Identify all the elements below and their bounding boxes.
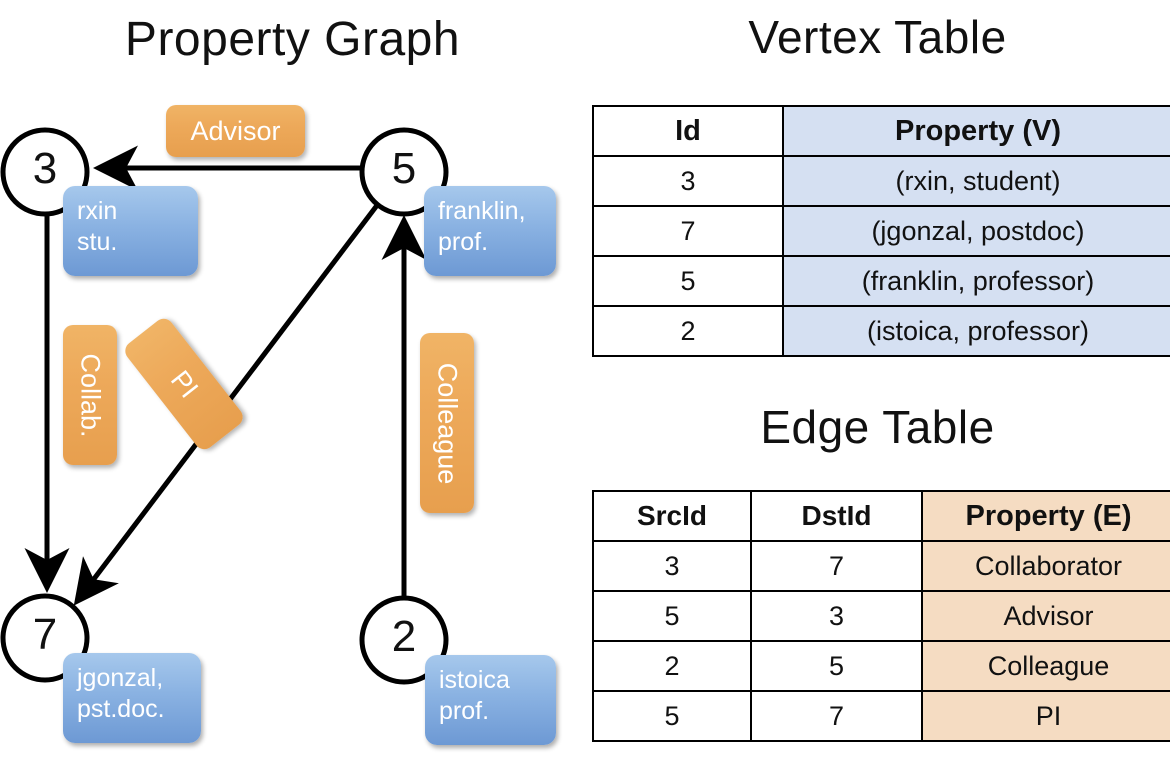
page-title-property-graph: Property Graph (124, 13, 461, 66)
edge-cell-src: 3 (592, 540, 752, 592)
edge-cell-prop: Colleague (921, 640, 1170, 692)
edge-col-header-srcid: SrcId (592, 490, 752, 542)
vertex-box-line1: istoica (439, 666, 510, 694)
edge-col-header-dstid: DstId (750, 490, 923, 542)
edge-cell-prop: PI (921, 690, 1170, 742)
table-header-row: SrcId DstId Property (E) (592, 490, 1170, 542)
edge-label-text: Collab. (75, 352, 106, 438)
vertex-box-line1: jgonzal, (77, 664, 164, 692)
table-row[interactable]: 2 (istoica, professor) (592, 305, 1170, 357)
vertex-cell-id: 7 (592, 205, 784, 257)
table-row[interactable]: 5 3 Advisor (592, 590, 1170, 642)
edge-cell-dst: 7 (750, 540, 923, 592)
vertex-cell-id: 2 (592, 305, 784, 357)
edge-cell-dst: 7 (750, 690, 923, 742)
vertex-box-line2: prof. (439, 696, 490, 725)
table-row[interactable]: 3 7 Collaborator (592, 540, 1170, 592)
vertex-box-line1: franklin, (438, 197, 526, 225)
vertex-cell-prop: (jgonzal, postdoc) (782, 205, 1170, 257)
vertex-property-box-istoica[interactable]: istoica prof. (425, 655, 556, 745)
edge-cell-prop: Advisor (921, 590, 1170, 642)
vertex-col-header-prop: Property (V) (782, 105, 1170, 157)
table-row[interactable]: 2 5 Colleague (592, 640, 1170, 692)
vertex-box-line1: rxin (77, 197, 118, 225)
edge-label-advisor[interactable]: Advisor (166, 105, 305, 157)
vertex-col-header-id: Id (592, 105, 784, 157)
edge-cell-dst: 3 (750, 590, 923, 642)
vertex-cell-prop: (franklin, professor) (782, 255, 1170, 307)
vertex-box-line2: prof. (438, 227, 489, 256)
table-header-row: Id Property (V) (592, 105, 1170, 157)
property-graph-diagram: 3 5 7 2 rxin stu. franklin, prof. jgonza… (0, 105, 556, 745)
vertex-cell-prop: (istoica, professor) (782, 305, 1170, 357)
edge-col-header-prop: Property (E) (921, 490, 1170, 542)
node-label-3: 3 (32, 144, 58, 193)
edge-cell-src: 5 (592, 590, 752, 642)
node-label-7: 7 (32, 610, 58, 659)
node-label-5: 5 (391, 144, 417, 193)
edge-cell-src: 2 (592, 640, 752, 692)
edge-label-text: PI (164, 364, 205, 403)
page-title-edge-table: Edge Table (760, 401, 995, 453)
vertex-property-box-franklin[interactable]: franklin, prof. (424, 186, 556, 276)
edge-label-text: Advisor (190, 115, 281, 146)
table-row[interactable]: 7 (jgonzal, postdoc) (592, 205, 1170, 257)
edge-label-colleague[interactable]: Colleague (420, 333, 474, 513)
vertex-property-box-rxin[interactable]: rxin stu. (63, 186, 198, 276)
edge-label-text: Colleague (432, 362, 463, 484)
edge-cell-prop: Collaborator (921, 540, 1170, 592)
table-row[interactable]: 5 7 PI (592, 690, 1170, 742)
page-title-vertex-table: Vertex Table (748, 11, 1007, 63)
vertex-box-line2: pst.doc. (77, 694, 165, 723)
node-label-2: 2 (391, 612, 417, 661)
table-row[interactable]: 3 (rxin, student) (592, 155, 1170, 207)
vertex-box-line2: stu. (77, 227, 118, 256)
vertex-table: Id Property (V) 3 (rxin, student) 7 (jgo… (592, 105, 1170, 357)
vertex-cell-id: 3 (592, 155, 784, 207)
vertex-cell-prop: (rxin, student) (782, 155, 1170, 207)
edge-cell-src: 5 (592, 690, 752, 742)
edge-label-collab[interactable]: Collab. (63, 325, 117, 465)
vertex-cell-id: 5 (592, 255, 784, 307)
table-row[interactable]: 5 (franklin, professor) (592, 255, 1170, 307)
vertex-property-box-jgonzal[interactable]: jgonzal, pst.doc. (63, 653, 201, 743)
edge-cell-dst: 5 (750, 640, 923, 692)
edge-table: SrcId DstId Property (E) 3 7 Collaborato… (592, 490, 1170, 742)
